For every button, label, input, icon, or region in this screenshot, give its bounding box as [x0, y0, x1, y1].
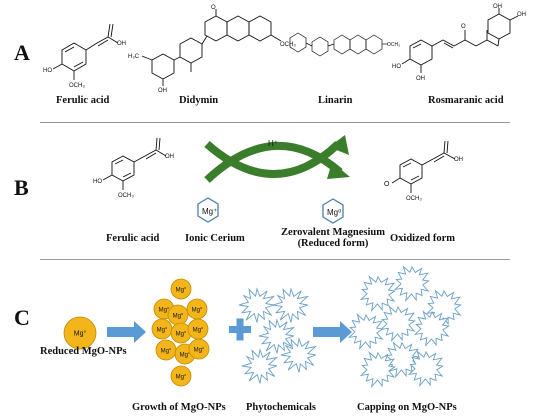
svg-text:Mg°: Mg° — [173, 314, 184, 320]
panel-letter-c: C — [14, 305, 30, 330]
phytochemical-star-2 — [272, 287, 310, 323]
zerovalent-mg-symbol: Mg⁰ — [327, 208, 341, 217]
rosmarinic-o-label: O — [461, 24, 466, 30]
capped-star-9 — [407, 350, 444, 388]
didymin-h3c-label: H₃C — [128, 54, 140, 60]
growth-particle-7: Mg° — [187, 318, 209, 340]
ferulic-b-ho-label: HO — [93, 179, 102, 185]
oxidized-och3-label: OCH₃ — [406, 196, 422, 202]
panel-letter-a: A — [14, 40, 30, 65]
linarin-structure — [289, 32, 388, 57]
phytochemical-star-5 — [280, 337, 318, 373]
svg-text:Mg°: Mg° — [157, 328, 168, 334]
phytochemical-star-1 — [238, 287, 276, 323]
ferulic-ho-label: HO — [43, 68, 52, 74]
growth-particle-5: Mg° — [151, 318, 173, 340]
rosmarinic-oh-label-3: OH — [416, 76, 425, 82]
arc-arrowhead-lower — [327, 162, 350, 179]
reduced-mgo-particle: Mg° — [63, 316, 97, 350]
zerovalent-mg-hexagon — [322, 198, 344, 224]
svg-text:Mg°: Mg° — [176, 288, 187, 294]
panel-c-scheme: Mg°Mg°Mg°Mg°Mg°Mg°Mg°Mg°Mg°Mg°Mg°Mg°Mg°M… — [63, 265, 462, 389]
arrow-to-capping — [313, 321, 352, 343]
label-phytochemicals: Phytochemicals — [246, 402, 316, 413]
growth-particle-11: Mg° — [170, 365, 192, 387]
ionic-mg-symbol: Mg⁺ — [202, 207, 217, 216]
capped-star-6 — [347, 313, 384, 351]
panel-letter-b: B — [14, 175, 29, 200]
label-zerovalent-magnesium: Zerovalent Magnesium (Reduced form) — [273, 227, 393, 249]
svg-text:Mg°: Mg° — [161, 349, 172, 355]
svg-text:Mg°: Mg° — [74, 330, 87, 338]
svg-text:Mg°: Mg° — [193, 328, 204, 334]
ferulic-acid-structure — [52, 23, 119, 80]
label-didymin: Didymin — [179, 95, 219, 106]
separator-bottom — [40, 259, 510, 260]
svg-text:Mg°: Mg° — [194, 348, 205, 354]
phytochemical-star-3 — [258, 318, 296, 354]
capped-star-3 — [425, 289, 462, 327]
oxidized-o-label: O — [384, 181, 390, 188]
svg-text:Mg°: Mg° — [180, 353, 191, 359]
capped-star-4 — [379, 305, 416, 343]
svg-text:Mg°: Mg° — [176, 332, 187, 338]
ferulic-och3-label: OCH₃ — [69, 83, 85, 89]
arrow-to-growth — [107, 321, 146, 343]
rosmarinic-ho-label: HO — [392, 64, 401, 70]
label-zerovalent-line1: Zerovalent Magnesium — [281, 227, 385, 238]
capped-star-8 — [359, 351, 396, 389]
growth-particle-10: Mg° — [188, 338, 210, 360]
rosmarinic-acid-structure — [401, 8, 519, 73]
redox-arcs — [204, 140, 343, 183]
rosmarinic-oh-label-1: OH — [493, 4, 502, 10]
capped-star-2 — [393, 265, 430, 303]
ionic-mg-hexagon — [197, 197, 219, 223]
label-ferulic-acid-a: Ferulic acid — [56, 95, 110, 106]
growth-particle-1: Mg° — [170, 278, 192, 300]
separator-top — [40, 122, 510, 123]
arc-arrowhead-upper — [329, 135, 349, 155]
growth-particle-3: Mg° — [186, 298, 208, 320]
label-oxidized-form: Oxidized form — [390, 233, 456, 244]
label-ferulic-acid-b: Ferulic acid — [106, 233, 160, 244]
label-ionic-cerium: Ionic Cerium — [185, 233, 245, 244]
label-growth-mgo: Growth of MgO-NPs — [132, 402, 226, 413]
panel-b-scheme: OH HO OCH₃ Mg⁺ Mg⁰ H⁺ OH O — [93, 135, 463, 224]
panel-a-structures: OH HO OCH₃ O OCH₃ H₃C OH — [43, 4, 526, 94]
growth-particle-6: Mg° — [170, 322, 192, 344]
growth-particle-4: Mg° — [167, 304, 189, 326]
label-reduced-mgo: Reduced MgO-NPs — [40, 346, 127, 357]
ferulic-b-oh-label: OH — [165, 154, 174, 160]
capped-star-5 — [413, 310, 450, 348]
phytochemical-star-4 — [241, 348, 279, 384]
ferulic-acid-b-structure — [102, 137, 167, 190]
ferulic-oh-label: OH — [117, 41, 126, 47]
label-rosmarinic-acid: Rosmaranic acid — [428, 95, 504, 106]
capped-star-1 — [359, 275, 396, 313]
oxidized-oh-label: OH — [454, 157, 463, 163]
svg-text:Mg°: Mg° — [192, 308, 203, 314]
oxidized-form-structure — [391, 140, 456, 193]
svg-text:Mg°: Mg° — [176, 375, 187, 381]
label-capping-mgo: Capping on MgO-NPs — [357, 402, 457, 413]
didymin-structure — [141, 9, 282, 86]
linarin-och3-label: OCH₃ — [387, 42, 400, 48]
plus-sign — [229, 318, 251, 341]
growth-particle-8: Mg° — [155, 339, 177, 361]
rosmarinic-oh-label-2: OH — [517, 12, 526, 18]
label-linarin: Linarin — [318, 95, 353, 106]
proton-label: H⁺ — [268, 139, 278, 148]
svg-text:Mg°: Mg° — [159, 308, 170, 314]
didymin-oh-label: OH — [158, 88, 167, 94]
ferulic-b-och3-label: OCH₃ — [118, 193, 134, 199]
didymin-och3-label: OCH₃ — [280, 42, 296, 48]
didymin-o-label: O — [211, 5, 216, 11]
label-zerovalent-line2: (Reduced form) — [297, 238, 369, 249]
